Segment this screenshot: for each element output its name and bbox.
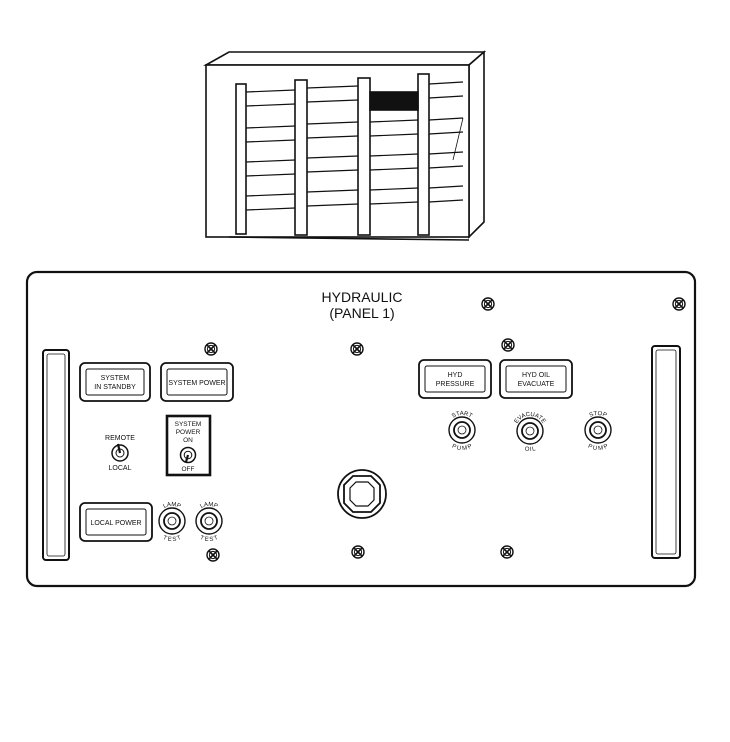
evacuate-oil-bottom-label: OIL <box>524 446 537 453</box>
left-handle <box>42 349 70 561</box>
local-label: LOCAL <box>109 465 132 472</box>
hyd-pressure-label-2: PRESSURE <box>436 381 475 388</box>
stop-pump-button[interactable]: STOP PUMP <box>584 411 612 453</box>
cabinet-illustration <box>202 50 487 241</box>
system-power-switch-box <box>165 414 212 477</box>
local-power-indicator: LOCAL POWER <box>79 502 153 542</box>
hex-fitting-icon <box>337 469 387 519</box>
lamp-test-1-top-label: LAMP <box>162 502 181 510</box>
hyd-oil-evacuate-label: HYD OIL <box>522 372 550 379</box>
control-panel-outline <box>25 270 697 588</box>
hyd-pressure-label: HYD <box>448 372 463 379</box>
local-power-label: LOCAL POWER <box>90 520 141 527</box>
stop-pump-top-label: STOP <box>589 411 608 419</box>
system-power-switch-label-2: POWER <box>176 429 201 436</box>
system-in-standby-label: SYSTEM <box>101 375 130 382</box>
stop-pump-bottom-label: PUMP <box>587 444 610 453</box>
hyd-oil-evacuate-indicator: HYD OIL EVACUATE <box>499 359 573 399</box>
lamp-test-2-top-label: LAMP <box>199 502 218 510</box>
evacuate-oil-button[interactable]: EVACUATE OIL <box>514 412 547 453</box>
start-pump-bottom-label: PUMP <box>451 444 474 453</box>
panel-title-line2: (PANEL 1) <box>329 305 394 321</box>
system-power-indicator-label: SYSTEM POWER <box>168 380 225 387</box>
on-label: ON <box>183 437 193 444</box>
system-power-switch-label: SYSTEM <box>175 421 202 428</box>
system-in-standby-label-2: IN STANDBY <box>94 384 136 391</box>
panel-title-line1: HYDRAULIC <box>322 289 403 305</box>
system-power-indicator: SYSTEM POWER <box>160 362 234 402</box>
system-power-toggle-switch[interactable] <box>179 446 197 464</box>
off-label: OFF <box>182 466 195 473</box>
remote-label: REMOTE <box>105 435 135 442</box>
hyd-pressure-indicator: HYD PRESSURE <box>418 359 492 399</box>
hyd-oil-evacuate-label-2: EVACUATE <box>518 381 555 388</box>
remote-local-toggle-switch[interactable] <box>111 443 129 462</box>
start-pump-button[interactable]: START PUMP <box>448 411 476 453</box>
system-in-standby-indicator: SYSTEM IN STANDBY <box>79 362 151 402</box>
highlighted-panel-marker <box>369 91 419 111</box>
start-pump-top-label: START <box>451 411 473 420</box>
right-handle <box>651 345 681 559</box>
lamp-test-button-1[interactable]: LAMP TEST <box>158 502 186 543</box>
